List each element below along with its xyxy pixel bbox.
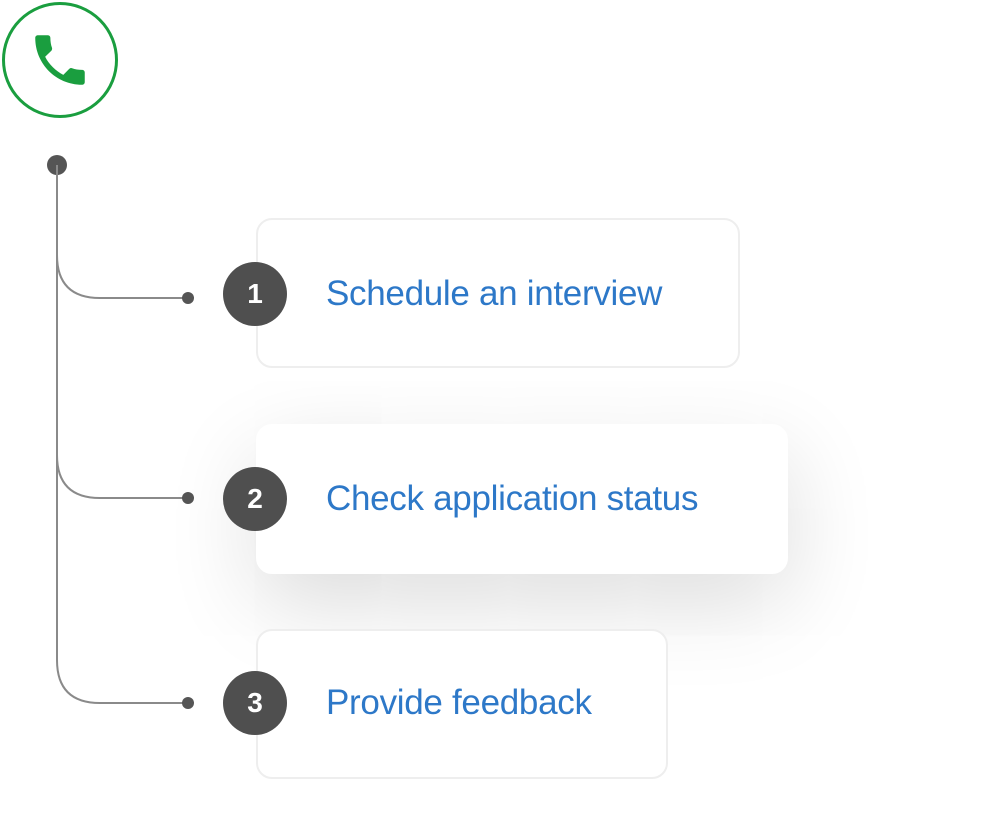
connector-end-dot-1 [182, 292, 194, 304]
connector-trunk [56, 165, 188, 704]
step-card-provide-feedback[interactable] [256, 629, 668, 779]
connector-branch-2 [56, 454, 188, 499]
phone-badge [2, 2, 118, 118]
connector-end-dot-2 [182, 492, 194, 504]
step-number-badge: 1 [223, 262, 287, 326]
step-card-schedule-interview[interactable] [256, 218, 740, 368]
connector-branch-1 [56, 254, 188, 299]
step-label: Provide feedback [326, 683, 592, 722]
step-label: Check application status [326, 479, 699, 518]
step-number-badge: 3 [223, 671, 287, 735]
step-label: Schedule an interview [326, 274, 663, 313]
phone-icon [35, 35, 85, 85]
step-number-badge: 2 [223, 467, 287, 531]
step-card-check-status[interactable] [256, 424, 788, 574]
connector-end-dot-3 [182, 697, 194, 709]
